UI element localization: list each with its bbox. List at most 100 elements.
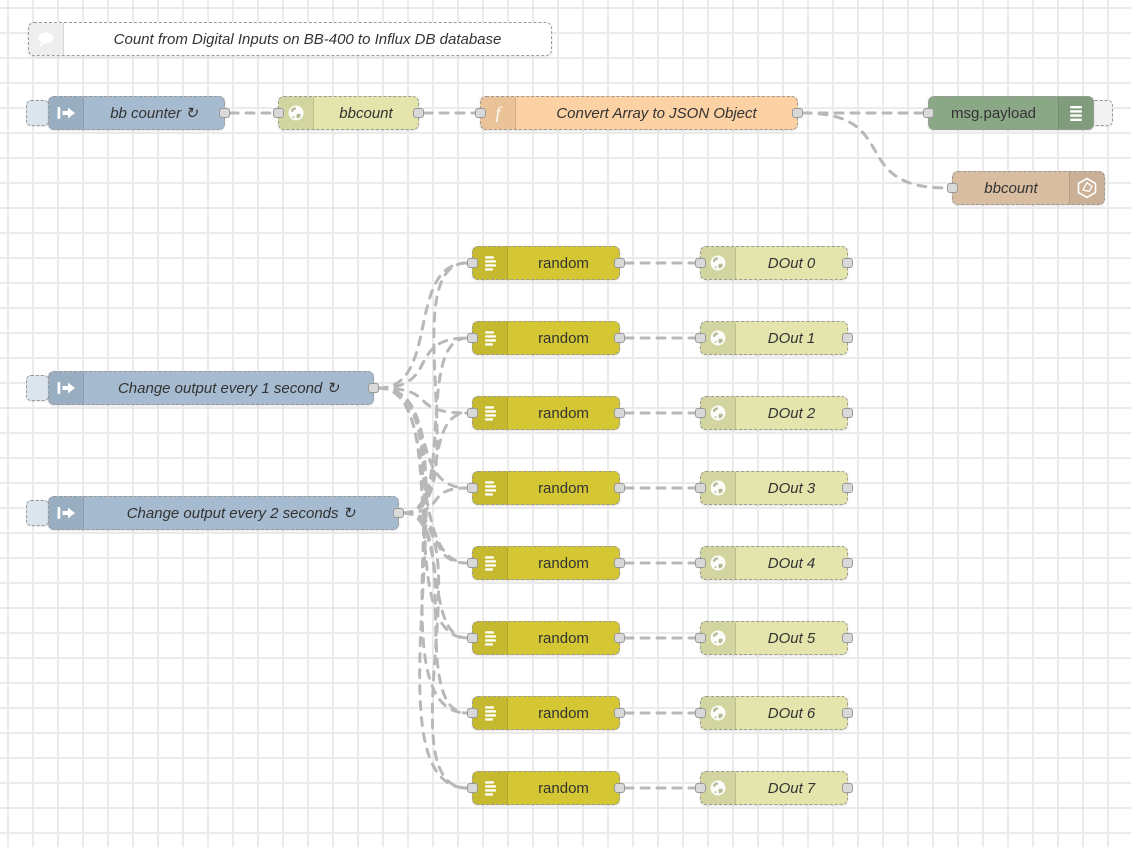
wire-inject_2s-to-random_4[interactable] [402,511,469,565]
inject-icon [49,497,84,529]
debug-icon [1058,97,1093,129]
node-inject-every-2-seconds[interactable]: Change output every 2 seconds ↻ [48,496,404,530]
output-port[interactable] [614,783,625,793]
output-port[interactable] [368,383,379,393]
svg-text:f: f [496,104,503,123]
output-port[interactable] [614,633,625,643]
input-port[interactable] [695,708,706,718]
output-port[interactable] [614,408,625,418]
random-icon [473,547,508,579]
output-port[interactable] [614,708,625,718]
input-port[interactable] [467,258,478,268]
wire-inject_1s-to-random_0[interactable] [377,261,469,390]
inject-button[interactable] [26,375,49,401]
wire-inject_2s-to-random_0[interactable] [402,261,469,515]
output-port[interactable] [842,558,853,568]
output-port[interactable] [842,783,853,793]
random-icon [473,622,508,654]
input-port[interactable] [273,108,284,118]
node-label: DOut 2 [767,404,816,422]
input-port[interactable] [695,333,706,343]
node-label: bb counter ↻ [110,105,198,122]
node-comment-title[interactable]: Count from Digital Inputs on BB-400 to I… [28,22,552,56]
node-label: DOut 4 [767,554,816,572]
node-random-3[interactable]: random [467,471,625,505]
node-dout-4[interactable]: DOut 4 [695,546,853,580]
node-random-4[interactable]: random [467,546,625,580]
input-port[interactable] [467,558,478,568]
wire-inject_2s-to-random_7[interactable] [402,511,469,790]
input-port[interactable] [947,183,958,193]
node-label: random [538,779,589,797]
input-port[interactable] [695,258,706,268]
node-random-0[interactable]: random [467,246,625,280]
node-random-1[interactable]: random [467,321,625,355]
node-label: random [538,254,589,272]
output-port[interactable] [842,258,853,268]
node-random-6[interactable]: random [467,696,625,730]
node-influxdb-bbcount[interactable]: bbcount [947,171,1105,205]
output-port[interactable] [842,408,853,418]
output-port[interactable] [614,258,625,268]
node-random-5[interactable]: random [467,621,625,655]
output-port[interactable] [219,108,230,118]
node-label: DOut 3 [767,479,816,497]
node-dout-2[interactable]: DOut 2 [695,396,853,430]
node-dout-5[interactable]: DOut 5 [695,621,853,655]
input-port[interactable] [467,333,478,343]
globe-icon [701,547,736,579]
input-port[interactable] [695,483,706,493]
input-port[interactable] [695,783,706,793]
output-port[interactable] [614,333,625,343]
output-port[interactable] [393,508,404,518]
inject-button[interactable] [26,500,49,526]
node-inject-bb-counter[interactable]: bb counter ↻ [48,96,230,130]
output-port[interactable] [842,633,853,643]
node-label: random [538,329,589,347]
output-port[interactable] [842,483,853,493]
node-debug-msg-payload[interactable]: msg.payload [923,96,1094,130]
output-port[interactable] [413,108,424,118]
wire-inject_1s-to-random_7[interactable] [377,386,469,790]
output-port[interactable] [792,108,803,118]
node-dout-0[interactable]: DOut 0 [695,246,853,280]
input-port[interactable] [467,408,478,418]
output-port[interactable] [614,483,625,493]
input-port[interactable] [467,483,478,493]
input-port[interactable] [695,633,706,643]
output-port[interactable] [614,558,625,568]
node-label: Count from Digital Inputs on BB-400 to I… [113,30,502,48]
wire-inject_1s-to-random_1[interactable] [377,336,469,390]
node-random-2[interactable]: random [467,396,625,430]
node-label: Convert Array to JSON Object [556,104,757,122]
inject-button[interactable] [26,100,49,126]
input-port[interactable] [467,783,478,793]
wire-inject_2s-to-random_6[interactable] [402,511,469,715]
random-icon [473,322,508,354]
node-bbcount[interactable]: bbcount [273,96,424,130]
node-dout-6[interactable]: DOut 6 [695,696,853,730]
node-function-convert-array[interactable]: f Convert Array to JSON Object [475,96,803,130]
output-port[interactable] [842,333,853,343]
node-random-7[interactable]: random [467,771,625,805]
wire-inject_2s-to-random_2[interactable] [402,411,469,515]
node-dout-1[interactable]: DOut 1 [695,321,853,355]
output-port[interactable] [842,708,853,718]
input-port[interactable] [467,708,478,718]
node-label: random [538,704,589,722]
node-inject-every-1-second[interactable]: Change output every 1 second ↻ [48,371,379,405]
wire-inject_2s-to-random_3[interactable] [402,486,469,515]
node-dout-3[interactable]: DOut 3 [695,471,853,505]
node-dout-7[interactable]: DOut 7 [695,771,853,805]
input-port[interactable] [923,108,934,118]
input-port[interactable] [695,558,706,568]
input-port[interactable] [475,108,486,118]
input-port[interactable] [467,633,478,643]
node-label: random [538,404,589,422]
input-port[interactable] [695,408,706,418]
node-label: DOut 7 [767,779,816,797]
wire-function_convert-to-influx_bbcount[interactable] [801,111,949,190]
wire-inject_1s-to-random_2[interactable] [377,386,469,415]
